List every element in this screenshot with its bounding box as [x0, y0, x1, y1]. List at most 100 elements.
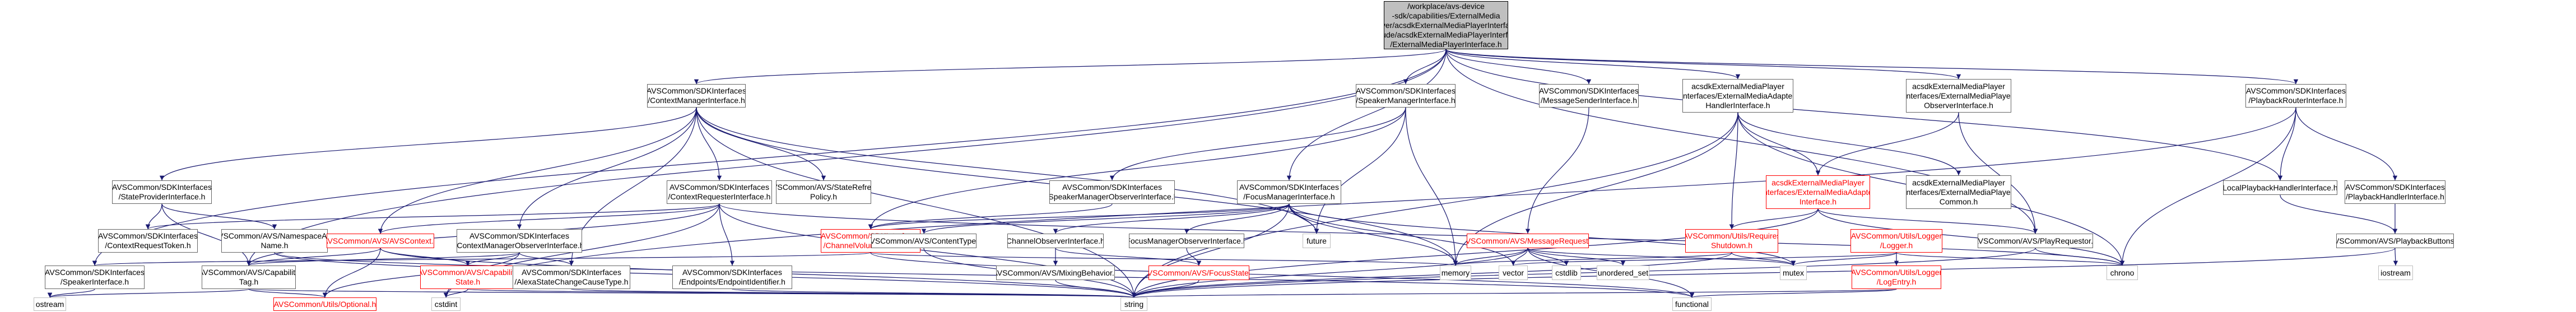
node-ctxreqtoken[interactable]: AVSCommon/SDKInterfaces /ContextRequestT…: [98, 229, 198, 253]
edge-root-to-pbrouter: [1445, 49, 2298, 85]
node-contextmgr[interactable]: AVSCommon/SDKInterfaces /ContextManagerI…: [647, 84, 746, 108]
edge-endpointid-to-string: [732, 288, 1136, 298]
node-string: string: [1120, 297, 1147, 311]
node-focusmgr[interactable]: AVSCommon/SDKInterfaces /FocusManagerInt…: [1237, 180, 1341, 204]
node-localpb[interactable]: LocalPlaybackHandlerInterface.h: [2223, 180, 2337, 195]
edge-contextmgr-to-ctxrequester: [696, 107, 722, 181]
edge-msgrequest-to-unordered_set: [1527, 248, 1626, 266]
node-emp-observer[interactable]: acsdkExternalMediaPlayer Interfaces/Exte…: [1906, 79, 2011, 113]
edge-ctxrequester-to-avscontext: [378, 203, 720, 234]
edge-localpb-to-pbbuttons: [2280, 194, 2398, 234]
node-pbhandler[interactable]: AVSCommon/SDKInterfaces /PlaybackHandler…: [2345, 180, 2445, 204]
node-pbrouter[interactable]: AVSCommon/SDKInterfaces /PlaybackRouterI…: [2245, 84, 2346, 108]
edge-contextmgr-to-avscontext: [378, 107, 697, 234]
node-nsname[interactable]: AVSCommon/AVS/NamespaceAnd Name.h: [221, 229, 328, 253]
edge-reqshutdown-to-mutex: [1731, 252, 1796, 266]
node-mutex: mutex: [1780, 266, 1807, 280]
node-alexastate[interactable]: AVSCommon/SDKInterfaces /AlexaStateChang…: [513, 266, 630, 289]
node-focusstate[interactable]: AVSCommon/AVS/FocusState.h: [1148, 266, 1249, 280]
node-speakermgrobs[interactable]: AVSCommon/SDKInterfaces /SpeakerManagerO…: [1049, 180, 1175, 204]
edge-emp_observer-to-playreq: [1958, 112, 2038, 234]
node-avscontext[interactable]: AVSCommon/AVS/AVSContext.h: [327, 234, 434, 248]
edge-focusmgr-to-vector: [1289, 203, 1516, 266]
edge-avscontext-to-optional: [322, 248, 381, 298]
node-adapter[interactable]: acsdkExternalMediaPlayer Interfaces/Exte…: [1766, 175, 1870, 209]
edge-logger-to-chrono: [1896, 252, 2124, 266]
node-logger[interactable]: AVSCommon/Utils/Logger /Logger.h: [1850, 229, 1942, 253]
edge-root-to-focusmgr: [1286, 49, 1447, 181]
node-cstdlib: cstdlib: [1552, 266, 1581, 280]
edge-adapter-to-playreq: [1817, 208, 2038, 234]
node-contenttype[interactable]: AVSCommon/AVS/ContentType.h: [871, 234, 977, 248]
edge-contextmgr-to-future: [696, 107, 1319, 234]
node-stateprovider[interactable]: AVSCommon/SDKInterfaces /StateProviderIn…: [112, 180, 212, 204]
edge-chvolume-to-functional: [870, 252, 1694, 298]
node-capabilitytag[interactable]: AVSCommon/AVS/Capability Tag.h: [202, 266, 296, 289]
node-adapterhandler[interactable]: acsdkExternalMediaPlayer Interfaces/Exte…: [1682, 79, 1793, 113]
edge-pbrouter-to-pbhandler: [2295, 107, 2398, 181]
edge-msgsender-to-msgrequest: [1525, 107, 1589, 234]
node-logentry[interactable]: AVSCommon/Utils/Logger /LogEntry.h: [1852, 266, 1941, 289]
node-reqshutdown[interactable]: AVSCommon/Utils/Requires Shutdown.h: [1685, 229, 1778, 253]
edge-msgrequest-to-string: [1131, 248, 1528, 298]
node-unordered-set: unordered_set: [1597, 266, 1649, 280]
node-staterefresh[interactable]: AVSCommon/AVS/StateRefresh Policy.h: [776, 180, 871, 204]
edge-avscontext-to-capabilitytag: [246, 248, 381, 266]
edge-playreq-to-chrono: [2035, 248, 2125, 266]
edge-contextmgr-to-stateprovider: [159, 107, 697, 181]
node-speakeriface[interactable]: AVSCommon/SDKInterfaces /SpeakerInterfac…: [45, 266, 145, 289]
edge-pbbuttons-to-string: [1132, 248, 2396, 298]
edge-pbrouter-to-cstdint: [443, 107, 2296, 298]
edge-speakermgr-to-chvolume: [868, 107, 1406, 230]
edge-adapter-to-string: [1131, 208, 1819, 298]
node-ctxmgrobs[interactable]: AVSCommon/SDKInterfaces /ContextManagerO…: [457, 229, 582, 253]
edge-reqshutdown-to-memory: [1453, 252, 1732, 266]
node-chrono: chrono: [2107, 266, 2138, 280]
edge-focusmgr-to-memory: [1289, 203, 1458, 266]
edge-playreq-to-string: [1132, 248, 2036, 298]
edge-speakermgr-to-speakermgrobs: [1109, 107, 1406, 181]
node-playreq[interactable]: AVSCommon/AVS/PlayRequestor.h: [1978, 234, 2093, 248]
edge-root-to-adapterhandler: [1445, 49, 1741, 80]
dependency-edges: [47, 49, 2398, 298]
node-chobserver[interactable]: ChannelObserverInterface.h: [1007, 234, 1104, 248]
edge-root-to-localpb: [1445, 49, 2283, 181]
edge-speakermgr-to-future: [1314, 107, 1406, 234]
edge-msgrequest-to-mutex: [1527, 248, 1796, 266]
node-speakermgr[interactable]: AVSCommon/SDKInterfaces /SpeakerManagerI…: [1356, 84, 1456, 108]
edge-logger-to-mutex: [1791, 252, 1897, 266]
edge-contextmgr-to-ctxmgrobs: [517, 107, 697, 230]
node-functional: functional: [1672, 297, 1712, 311]
node-focusmgrobs[interactable]: FocusManagerObserverInterface.h: [1129, 234, 1244, 248]
edge-msgrequest-to-cstdlib: [1527, 248, 1569, 266]
node-memory: memory: [1440, 266, 1471, 280]
node-vector: vector: [1499, 266, 1528, 280]
edge-adapter-to-reqshutdown: [1729, 208, 1819, 230]
edge-focusmgr-to-chobserver: [1053, 203, 1290, 234]
node-mixingbehavior[interactable]: AVSCommon/AVS/MixingBehavior.h: [996, 266, 1115, 280]
edge-pbbuttons-to-iostream: [2393, 248, 2398, 266]
node-empcommon[interactable]: acsdkExternalMediaPlayer Interfaces/Exte…: [1906, 175, 2011, 209]
edge-contextmgr-to-staterefresh: [696, 107, 826, 181]
edge-adapter-to-chrono: [1817, 208, 2125, 266]
edge-ctxmgrobs-to-capabilitytag: [247, 252, 520, 266]
edge-root-to-emp_observer: [1445, 49, 1961, 80]
node-root[interactable]: /workplace/avs-device -sdk/capabilities/…: [1384, 1, 1508, 49]
node-pbbuttons[interactable]: AVSCommon/AVS/PlaybackButtons.h: [2336, 234, 2454, 248]
edge-root-to-msgsender: [1445, 49, 1592, 85]
node-capabilitystate[interactable]: AVSCommon/AVS/Capability State.h: [420, 266, 515, 289]
edge-ctxrequester-to-ctxreqtoken: [146, 203, 720, 230]
node-cstdint: cstdint: [431, 297, 461, 311]
node-ctxrequester[interactable]: AVSCommon/SDKInterfaces /ContextRequeste…: [667, 180, 772, 204]
node-msgrequest[interactable]: AVSCommon/AVS/MessageRequest.h: [1467, 234, 1589, 248]
node-endpointid[interactable]: AVSCommon/SDKInterfaces /Endpoints/Endpo…: [672, 266, 792, 289]
node-optional[interactable]: AVSCommon/Utils/Optional.h: [273, 297, 376, 311]
edge-adapterhandler-to-reqshutdown: [1729, 112, 1738, 230]
edge-stateprovider-to-nsname: [161, 203, 277, 230]
edge-pbrouter-to-localpb: [2277, 107, 2296, 181]
edge-logentry-to-string: [1132, 288, 1897, 298]
edge-capabilitytag-to-optional: [248, 288, 328, 298]
edge-focusmgr-to-string: [1131, 203, 1290, 298]
node-msgsender[interactable]: AVSCommon/SDKInterfaces /MessageSenderIn…: [1539, 84, 1639, 108]
